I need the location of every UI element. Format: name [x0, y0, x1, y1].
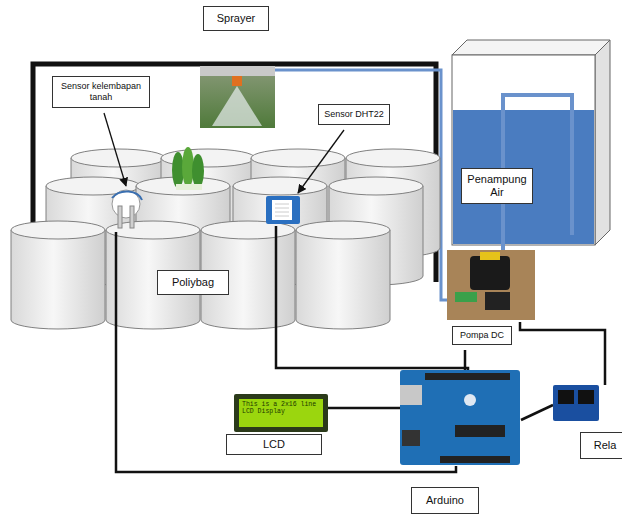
label-box: Penampung Air: [461, 168, 533, 204]
box-text: LCD: [230, 438, 318, 451]
leader-arrow: [104, 113, 126, 186]
label-box: Poliybag: [157, 270, 229, 295]
label-box: Arduino: [411, 487, 479, 514]
water-tank: [452, 40, 610, 252]
sprayer-photo: [200, 66, 275, 128]
pump-photo: [447, 250, 535, 320]
box-text: Rela: [587, 439, 622, 452]
wires: [116, 226, 605, 472]
label-box: Pompa DC: [452, 326, 512, 345]
lcd-screen-text: This is a 2x16 line LCD Display: [242, 401, 322, 416]
polybag-pots: [11, 149, 440, 329]
box-text: Poliybag: [163, 276, 223, 289]
plant: [172, 147, 204, 190]
soil-moisture-sensor: [112, 190, 142, 228]
label-box: Sensor kelembapan tanah: [52, 76, 150, 108]
box-text: Pompa DC: [456, 330, 508, 341]
box-text: Sprayer: [209, 12, 263, 25]
box-text: Penampung Air: [466, 173, 528, 199]
leader-arrow: [298, 130, 344, 193]
box-text: Arduino: [418, 494, 472, 507]
label-box: Sensor DHT22: [318, 104, 390, 125]
relay-module: [553, 385, 599, 421]
label-box: Rela: [580, 432, 622, 459]
lcd-module: [234, 394, 328, 432]
arduino-board: [400, 370, 520, 465]
label-box: Sprayer: [203, 6, 269, 31]
label-box: LCD: [226, 434, 322, 455]
box-text: Sensor DHT22: [323, 109, 385, 120]
box-text: Sensor kelembapan tanah: [57, 81, 145, 103]
dht22-sensor: [266, 196, 300, 224]
